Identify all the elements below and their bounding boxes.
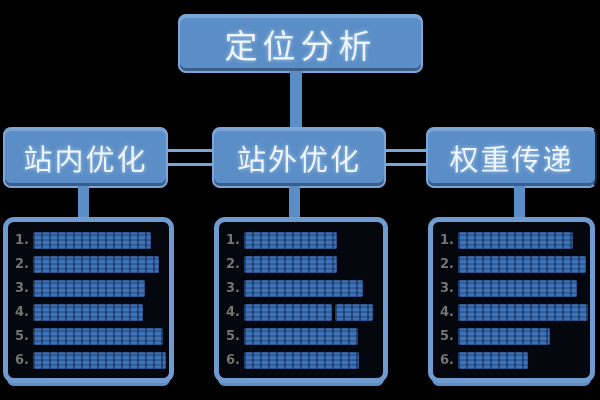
item-number: 5. bbox=[15, 329, 29, 345]
illegible-text-bar bbox=[33, 255, 159, 273]
illegible-text-bar bbox=[458, 279, 577, 297]
branch-node-label: 站外优化 bbox=[236, 142, 361, 177]
list-item: 4. bbox=[226, 302, 379, 324]
connector-branch2-to-panel bbox=[514, 186, 525, 219]
list-item: 3. bbox=[440, 277, 586, 299]
root-node-positioning-analysis: 定位分析 bbox=[178, 14, 423, 73]
connector-branch0-branch1 bbox=[167, 149, 213, 166]
list-panel-weight: 1. 2. 3. 4. 5. 6. bbox=[428, 217, 595, 383]
branch-node-onsite-optimization: 站内优化 bbox=[3, 127, 168, 188]
illegible-text-bar bbox=[33, 352, 166, 370]
connector-branch1-to-panel bbox=[289, 186, 300, 219]
list-item: 2. bbox=[226, 253, 379, 275]
illegible-text-bar bbox=[244, 328, 358, 346]
connector-branch0-to-panel bbox=[78, 186, 89, 219]
item-number: 2. bbox=[15, 256, 29, 272]
root-node-label: 定位分析 bbox=[224, 26, 377, 66]
item-number: 4. bbox=[226, 305, 240, 321]
item-number: 2. bbox=[440, 256, 454, 272]
item-number: 6. bbox=[440, 353, 454, 369]
branch-node-weight-transfer: 权重传递 bbox=[426, 127, 597, 188]
list-item: 5. bbox=[440, 326, 586, 348]
list-panel-offsite: 1. 2. 3. 4. 5. 6. bbox=[214, 217, 388, 383]
item-number: 1. bbox=[226, 232, 240, 248]
list-item: 4. bbox=[440, 302, 588, 324]
item-number: 2. bbox=[226, 256, 240, 272]
item-number: 3. bbox=[226, 280, 240, 296]
branch-node-label: 权重传递 bbox=[449, 142, 574, 177]
illegible-text-bar bbox=[458, 304, 588, 322]
list-item: 4. bbox=[15, 302, 165, 324]
illegible-text-bar bbox=[33, 279, 145, 297]
item-number: 1. bbox=[440, 232, 454, 248]
item-number: 1. bbox=[15, 232, 29, 248]
list-item: 1. bbox=[440, 229, 586, 251]
list-panel-onsite: 1. 2. 3. 4. 5. 6. bbox=[3, 217, 174, 383]
item-number: 4. bbox=[15, 305, 29, 321]
item-number: 3. bbox=[15, 280, 29, 296]
list-item: 3. bbox=[15, 277, 165, 299]
item-number: 5. bbox=[226, 329, 240, 345]
list-item: 2. bbox=[15, 253, 165, 275]
list-item: 5. bbox=[15, 326, 165, 348]
connector-branch1-branch2 bbox=[385, 149, 427, 166]
list-item: 6. bbox=[15, 350, 166, 372]
illegible-text-bar bbox=[458, 231, 573, 249]
branch-node-label: 站内优化 bbox=[23, 142, 148, 177]
illegible-text-bar bbox=[244, 352, 359, 370]
item-number: 4. bbox=[440, 305, 454, 321]
list-item: 5. bbox=[226, 326, 379, 348]
illegible-text-bar bbox=[33, 304, 143, 322]
list-item: 2. bbox=[440, 253, 586, 275]
illegible-text-bar bbox=[244, 231, 337, 249]
item-number: 3. bbox=[440, 280, 454, 296]
illegible-text-bar bbox=[458, 328, 550, 346]
illegible-text-bar bbox=[458, 255, 586, 273]
illegible-text-bar bbox=[335, 304, 373, 322]
list-item: 6. bbox=[226, 350, 379, 372]
illegible-text-bar bbox=[458, 352, 528, 370]
list-item: 1. bbox=[226, 229, 379, 251]
illegible-text-bar bbox=[33, 231, 151, 249]
item-number: 6. bbox=[15, 353, 29, 369]
list-item: 1. bbox=[15, 229, 165, 251]
item-number: 6. bbox=[226, 353, 240, 369]
illegible-text-bar bbox=[33, 328, 163, 346]
illegible-text-bar bbox=[244, 279, 363, 297]
list-item: 6. bbox=[440, 350, 586, 372]
connector-root-to-branch bbox=[290, 71, 302, 129]
illegible-text-bar bbox=[244, 255, 337, 273]
illegible-text-bar bbox=[244, 304, 332, 322]
list-item: 3. bbox=[226, 277, 379, 299]
branch-node-offsite-optimization: 站外优化 bbox=[212, 127, 386, 188]
item-number: 5. bbox=[440, 329, 454, 345]
